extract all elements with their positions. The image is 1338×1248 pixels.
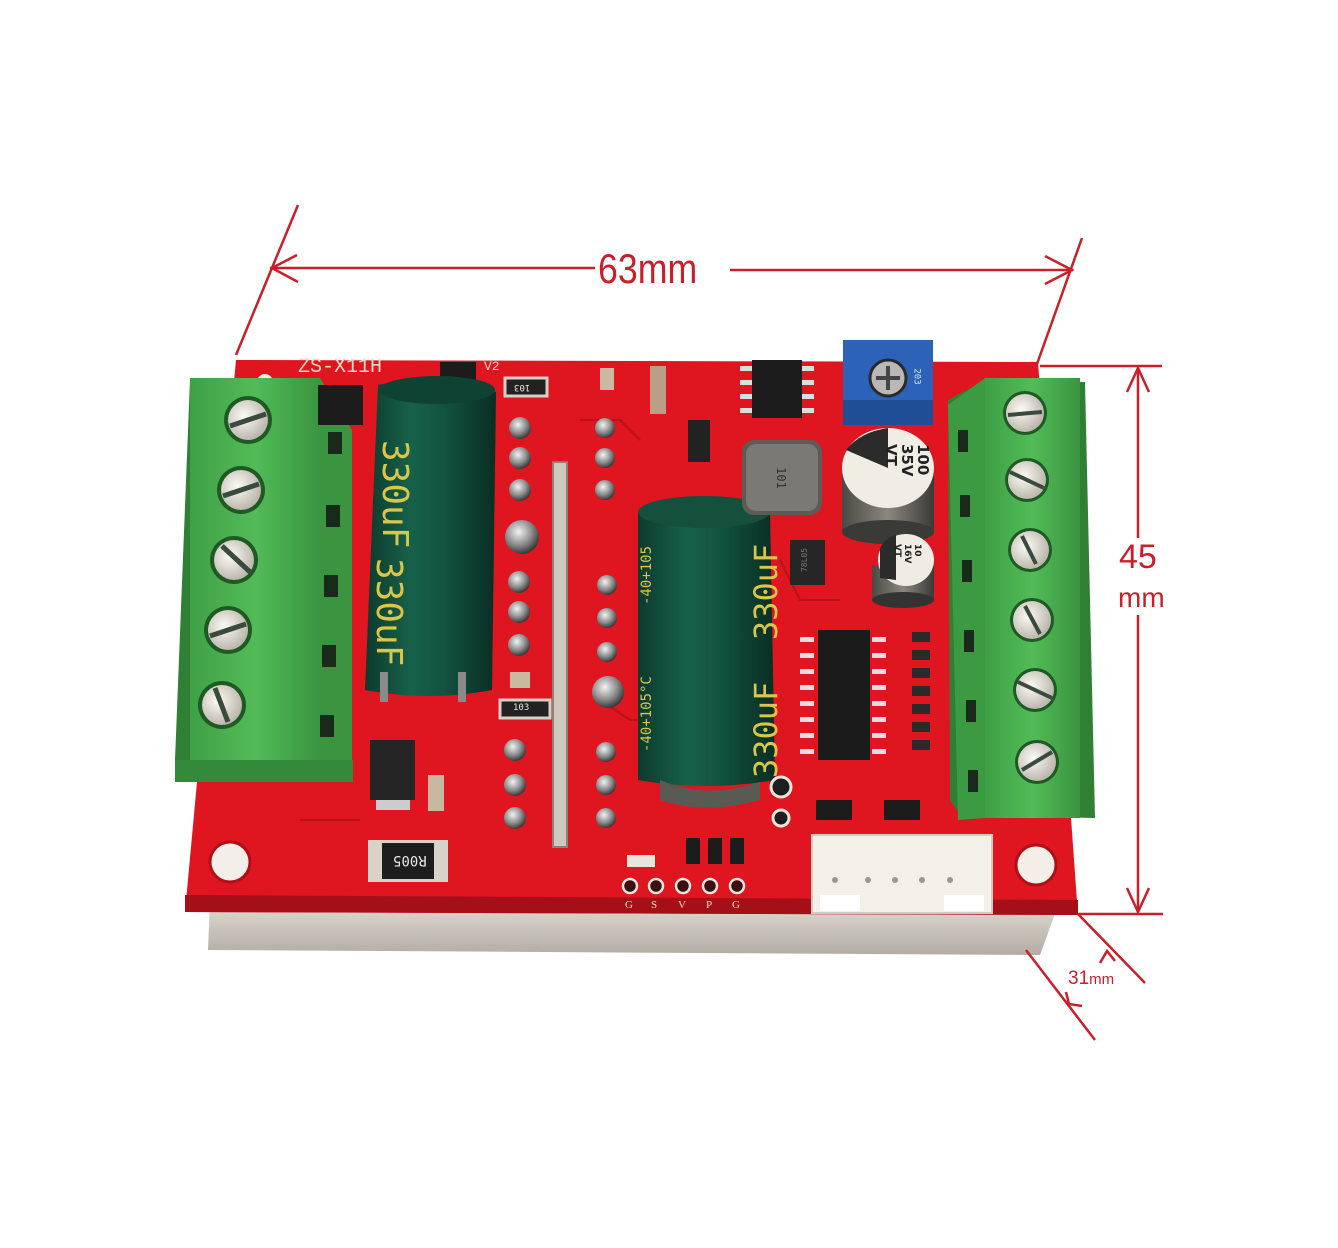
cap-right-temp-b: -40+105 (639, 545, 655, 605)
width-dimension-label: 63mm (598, 245, 698, 292)
elec-cap-100-line3: VT (882, 444, 900, 466)
ic-soic8 (752, 360, 802, 418)
smd-resistor (498, 698, 552, 720)
trimmer-potentiometer (843, 340, 933, 425)
regulator-marking: 78L05 (800, 547, 810, 573)
header-pads (621, 877, 746, 895)
mosfet-pins-right (592, 418, 624, 828)
cap-right-label-a: 330uF (747, 543, 785, 640)
shunt-resistor-marking: R005 (393, 852, 427, 868)
board-version-silkscreen: V2 (484, 359, 500, 374)
jst-connector-5pin (811, 834, 993, 914)
elec-cap-100-line2: 35V (898, 444, 916, 477)
depth-dimension-value: 31mm (1068, 969, 1114, 988)
terminal-block-right (948, 378, 1095, 820)
pin-label-g2: G (732, 899, 740, 911)
sot23-transistor (884, 800, 920, 820)
mosfet (318, 385, 363, 425)
height-dimension-value: 45 (1119, 538, 1157, 576)
potentiometer-marking: 203 (911, 368, 922, 385)
pin-label-v: V (678, 899, 686, 911)
inductor-marking: 101 (773, 467, 788, 489)
mounting-hole (208, 840, 252, 884)
board-model-silkscreen: ZS-X11H (298, 356, 383, 379)
terminal-block-left (175, 378, 353, 782)
pin-label-p: P (706, 899, 713, 911)
elec-cap-10-line2: 16V (902, 544, 912, 564)
pin-label-g1: G (625, 899, 633, 911)
depth-unit: mm (1089, 971, 1115, 988)
capacitor-330uf-left (365, 376, 496, 702)
cap-right-temp-a: -40+105°C (639, 676, 655, 752)
depth-value: 31 (1068, 968, 1090, 989)
smd-resistor (503, 376, 549, 398)
dimension-lines (234, 204, 1163, 1041)
smd-diode (370, 740, 415, 800)
elec-cap-10-line3: VT (892, 544, 902, 558)
electrolytic-cap-100uf (842, 428, 934, 544)
mounting-hole (1014, 843, 1058, 887)
capacitor-330uf-right (638, 496, 775, 808)
cap-left-label-a: 330uF (374, 440, 415, 549)
resistor-103-bottom: 103 (513, 703, 530, 713)
regulator-78l05 (790, 540, 825, 585)
ic-soic16 (818, 630, 870, 760)
sot23-transistor (816, 800, 852, 820)
cap-left-label-b: 330uF (368, 558, 409, 667)
height-dimension-unit: mm (1118, 582, 1165, 613)
pin-label-s: S (651, 899, 658, 911)
elec-cap-10-line1: 10 (912, 544, 922, 557)
elec-cap-100-line1: 100 (914, 444, 932, 476)
cap-right-label-b: 330uF (747, 681, 785, 778)
resistor-103-top: 103 (514, 382, 531, 392)
heatsink-clip (552, 461, 568, 848)
mosfet-pins-left (504, 417, 539, 829)
electrolytic-cap-10uf (872, 534, 934, 608)
